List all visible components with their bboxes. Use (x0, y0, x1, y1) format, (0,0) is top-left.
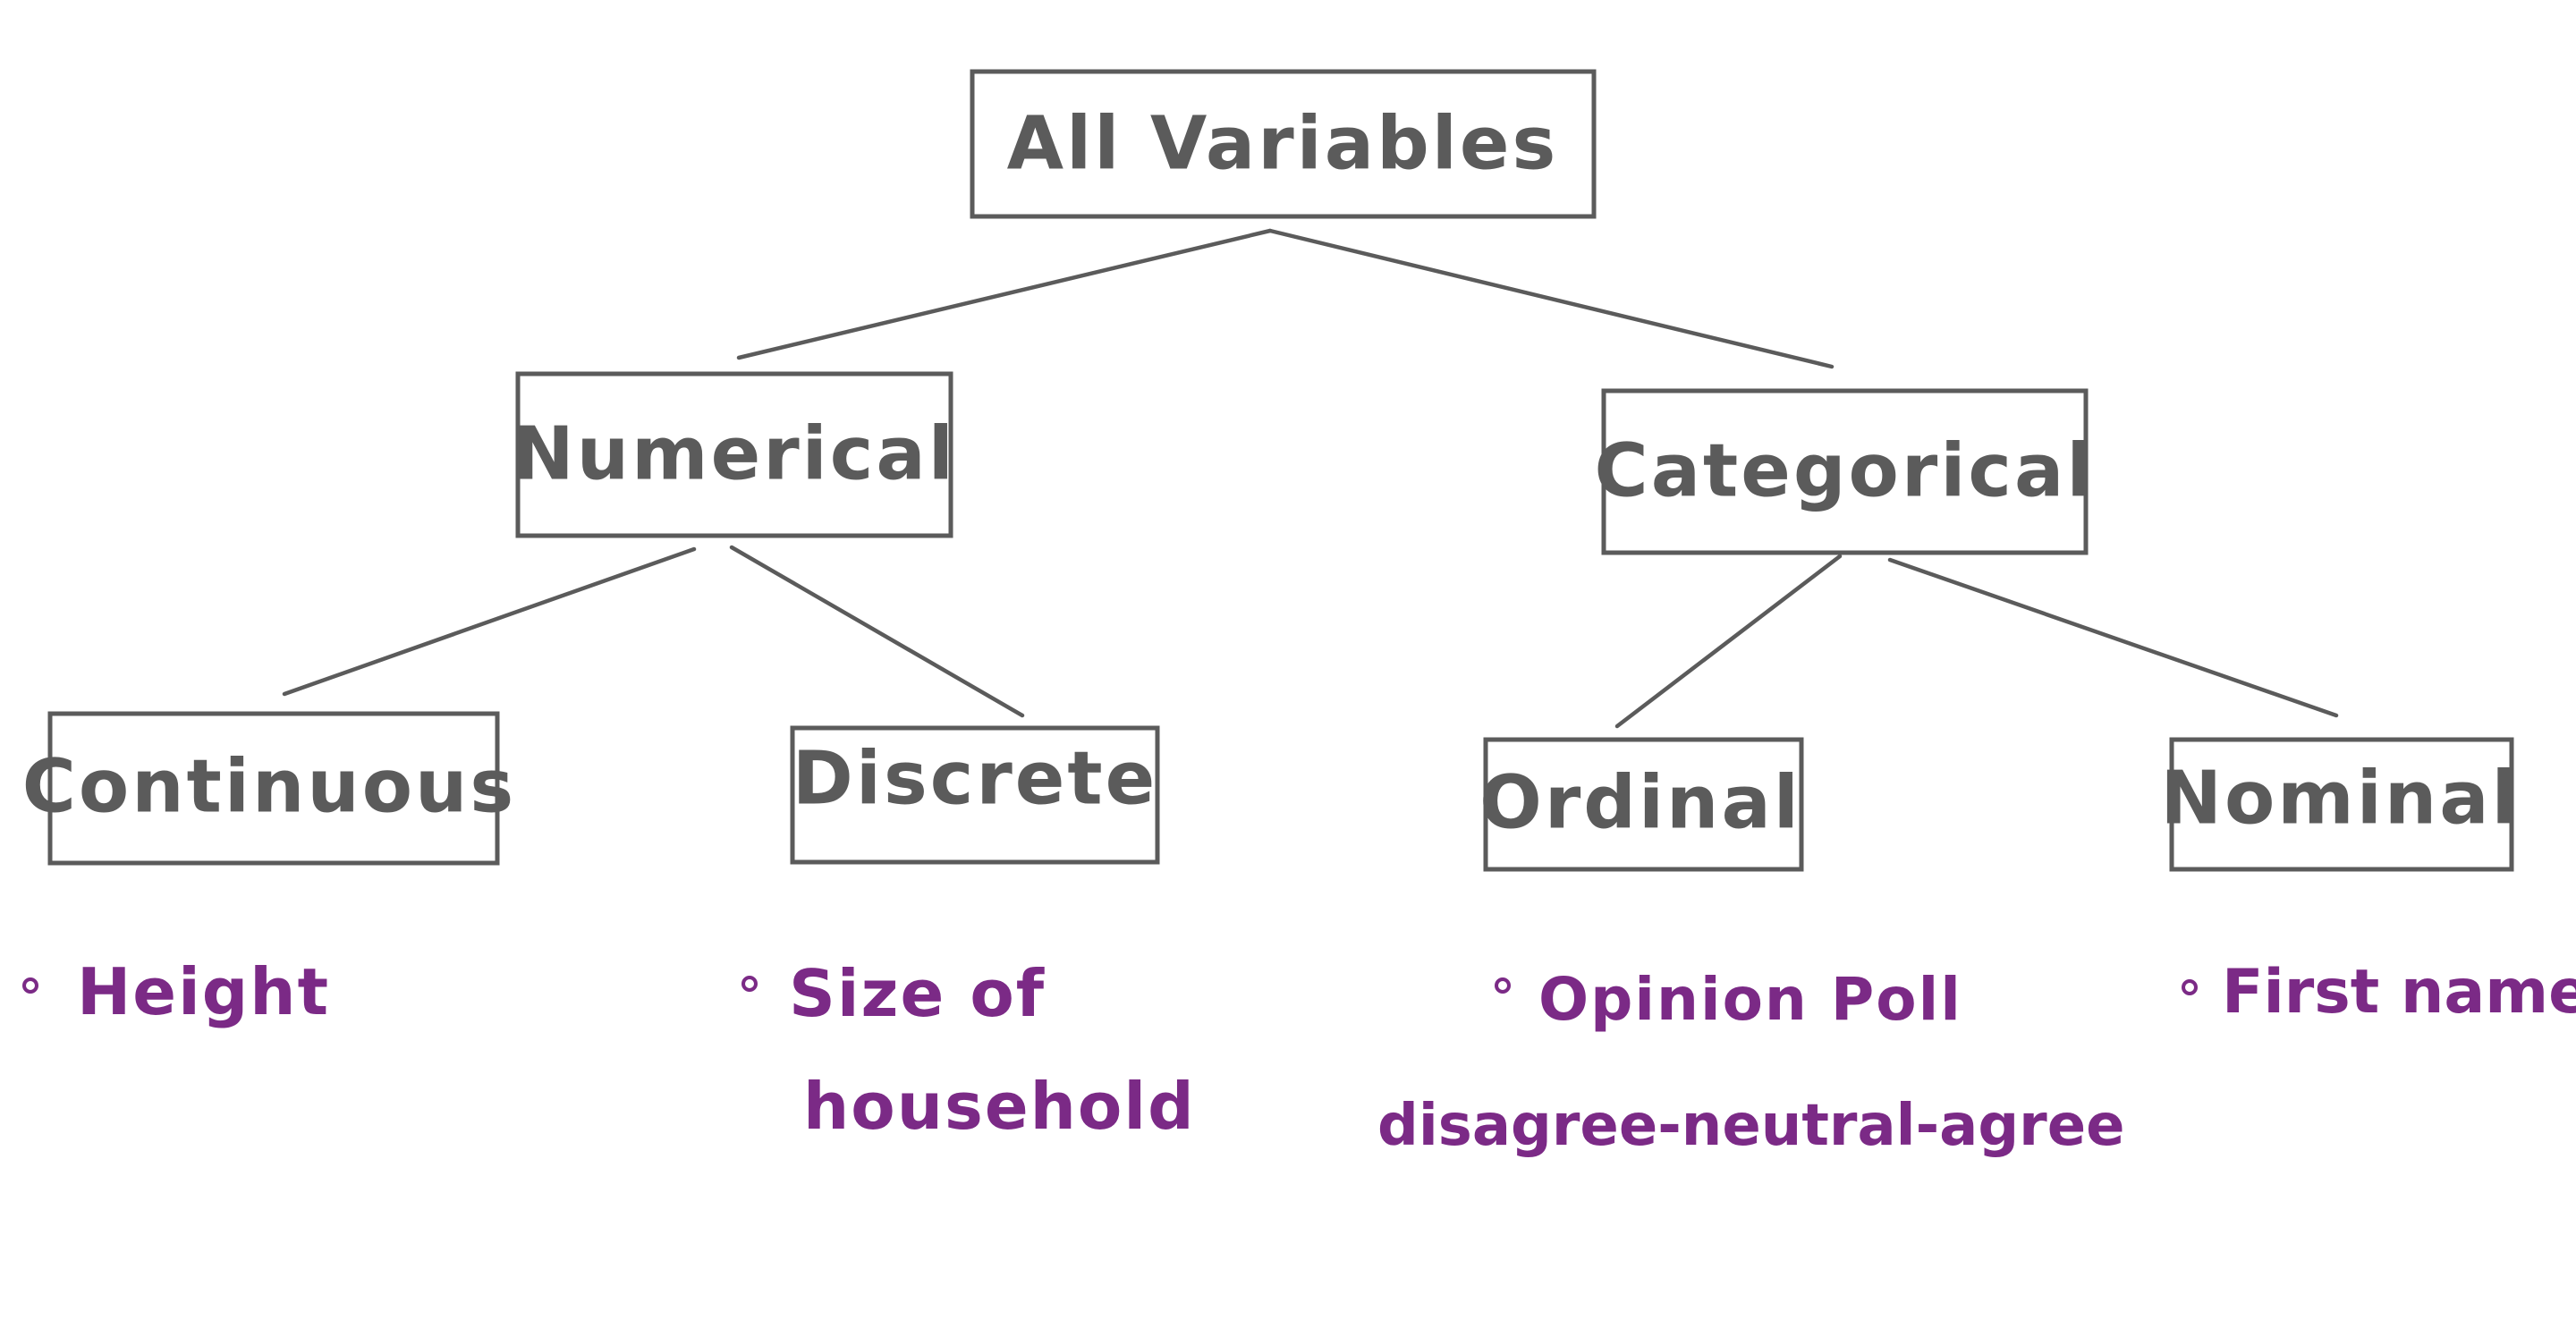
node-numerical: Numerical (513, 371, 956, 538)
edge-root-categorical (1267, 228, 1835, 369)
node-box (515, 371, 953, 538)
node-label: Discrete (792, 737, 1157, 822)
node-box (1483, 737, 1804, 872)
node-label: All Variables (1007, 102, 1559, 187)
example-continuous: Height (22, 954, 330, 1029)
edge-categorical-ordinal (1614, 554, 1843, 729)
node-label: Categorical (1595, 429, 2095, 514)
edge-numerical-continuous (282, 546, 697, 697)
node-label: Nominal (2160, 757, 2519, 842)
node-label: Continuous (22, 745, 516, 830)
example-discrete: Size of household (741, 956, 1196, 1144)
node-all-variables: All Variables (970, 69, 1597, 219)
edge-numerical-discrete (729, 545, 1025, 718)
bullet-icon (1495, 977, 1511, 994)
example-nominal: First name (2182, 957, 2576, 1028)
bullet-icon (2182, 979, 2198, 995)
node-categorical: Categorical (1595, 388, 2095, 555)
node-label: Numerical (513, 412, 956, 497)
example-text: household (803, 1069, 1196, 1144)
example-ordinal: Opinion Poll disagree-neutral-agree (1377, 965, 2125, 1159)
edge-root-numerical (736, 228, 1273, 360)
tree-edges (282, 228, 2339, 729)
edge-categorical-nominal (1887, 557, 2339, 718)
example-text: First name (2222, 957, 2576, 1028)
node-nominal: Nominal (2160, 737, 2519, 872)
node-discrete: Discrete (790, 725, 1160, 865)
node-box (2169, 737, 2514, 872)
bullet-icon (741, 976, 758, 992)
node-label: Ordinal (1479, 761, 1801, 846)
node-continuous: Continuous (22, 711, 516, 866)
node-box (790, 725, 1160, 865)
example-text: Height (77, 954, 330, 1029)
node-box (1601, 388, 2089, 555)
bullet-icon (22, 977, 38, 994)
example-text: disagree-neutral-agree (1377, 1093, 2125, 1159)
node-ordinal: Ordinal (1479, 737, 1804, 872)
example-text: Size of (789, 956, 1046, 1031)
example-text: Opinion Poll (1538, 965, 1962, 1034)
node-box (47, 711, 500, 866)
node-box (970, 69, 1597, 219)
